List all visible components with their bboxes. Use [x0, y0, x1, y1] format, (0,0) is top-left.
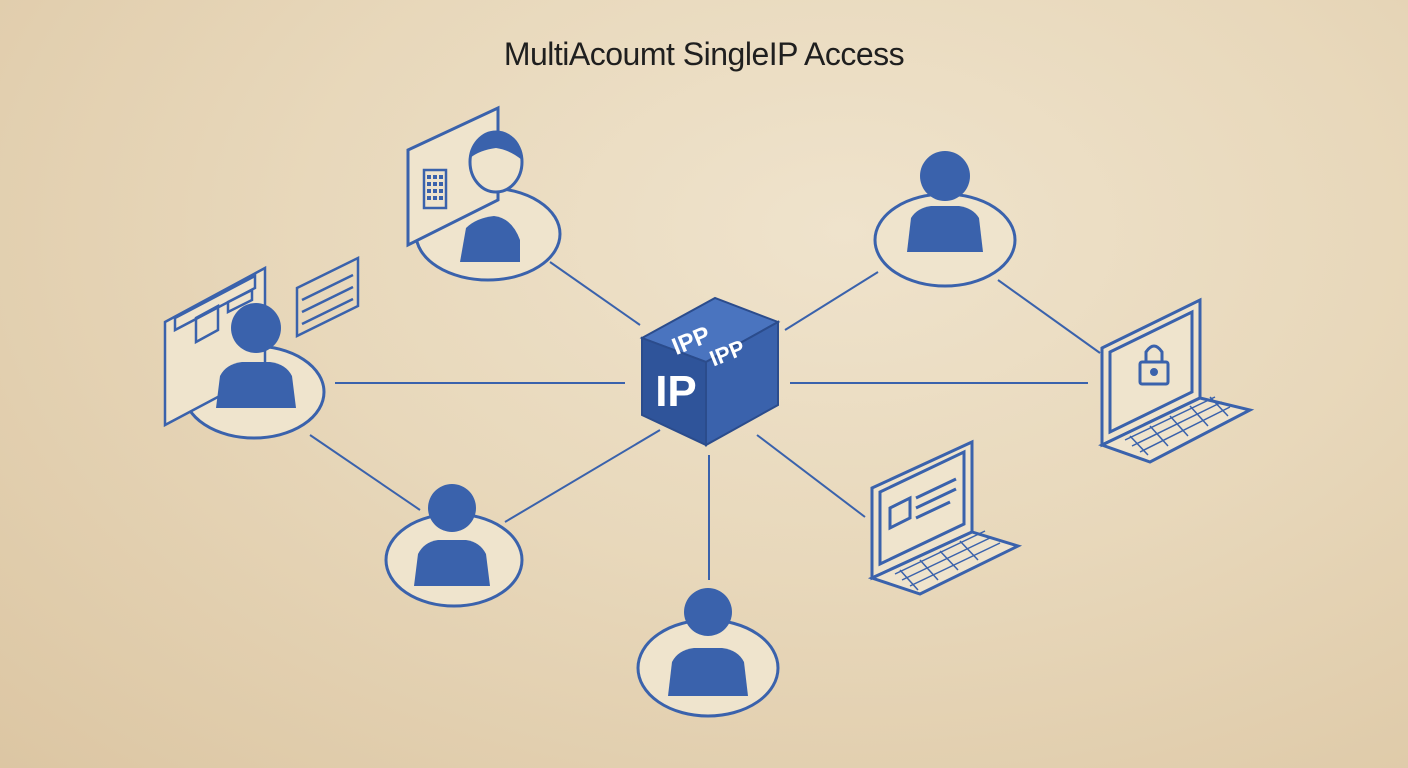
- user-icon: [668, 588, 748, 696]
- node-user-bottom-left: [384, 484, 524, 608]
- ip-hub-cube: IPP IPP IP: [639, 296, 781, 447]
- diagram-title: MultiAcoumt SingleIP Access: [503, 36, 905, 72]
- laptop-document-icon: [867, 439, 1023, 596]
- node-laptop-lock-right: [1098, 297, 1255, 464]
- node-laptop-bottom-right: [867, 439, 1023, 596]
- node-user-bottom-center: [636, 588, 780, 718]
- user-icon: [460, 130, 524, 262]
- laptop-lock-icon: [1098, 297, 1255, 464]
- user-icon: [414, 484, 490, 586]
- connector-line: [784, 271, 879, 331]
- connector-line: [997, 279, 1101, 354]
- cube-front-label: IP: [655, 367, 697, 416]
- connector-line: [309, 434, 421, 511]
- connector-line: [549, 261, 641, 326]
- dashboard-screen-icon: [295, 255, 360, 339]
- user-icon: [216, 303, 296, 408]
- connector-lines: [309, 261, 1101, 580]
- node-user-top-right: [873, 151, 1017, 288]
- user-icon: [907, 151, 983, 252]
- connector-line: [756, 434, 866, 518]
- node-user-monitor-top: [406, 105, 562, 282]
- connector-line: [504, 429, 661, 523]
- cube-side-face: [705, 320, 779, 447]
- node-user-dashboard-left: [163, 255, 360, 440]
